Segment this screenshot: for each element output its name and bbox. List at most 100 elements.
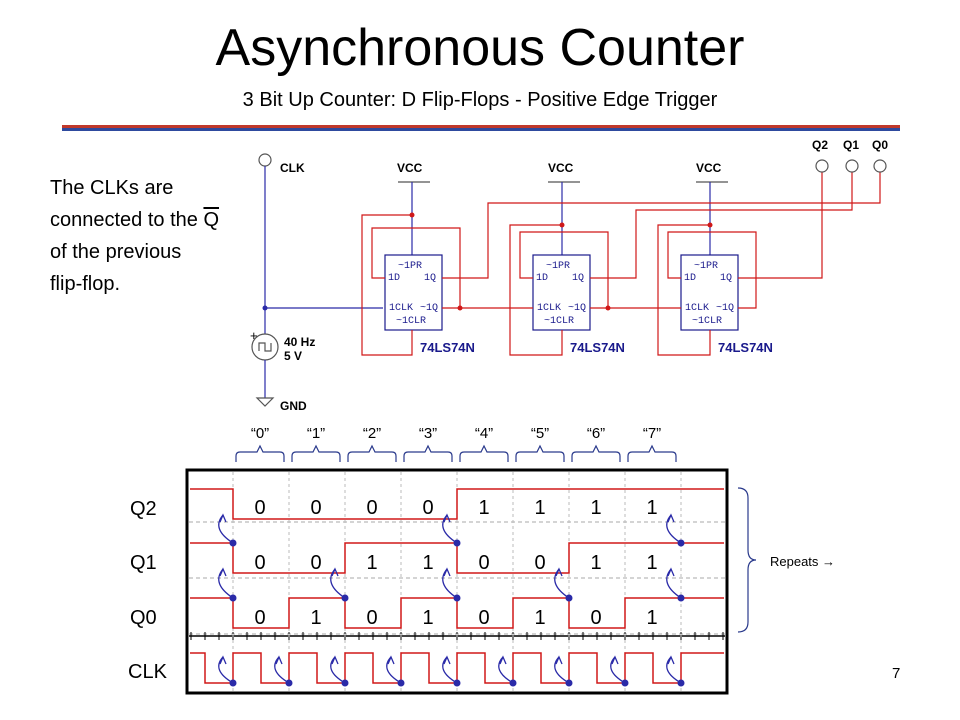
- pin-q-0: 1Q: [424, 273, 436, 284]
- state-braces: [235, 444, 677, 462]
- repeats-label: Repeats →: [770, 554, 835, 569]
- arrow-head: [499, 655, 507, 665]
- state-label: “7”: [643, 425, 661, 442]
- bit-value: 1: [422, 607, 433, 629]
- arrow-head: [443, 655, 451, 665]
- state-label: “4”: [475, 425, 493, 442]
- trigger-arrow: [666, 656, 682, 684]
- row-label-clk: CLK: [128, 661, 168, 683]
- trigger-dot: [453, 539, 461, 547]
- chip-body-0: [384, 254, 443, 331]
- slide-title: Asynchronous Counter: [215, 19, 745, 77]
- vcc-label-2: VCC: [696, 161, 722, 175]
- trigger-dot: [229, 679, 237, 687]
- flip-flop-2: VCC ~1PR 1D 1Q 1CLK ~1Q ~1CLR 74LS74N: [680, 161, 773, 355]
- state-brace: [235, 444, 285, 462]
- arrow-head: [331, 655, 339, 665]
- row-label-q2: Q2: [130, 498, 157, 520]
- red-junctions: [409, 212, 713, 311]
- note-line-2: connected to the Q: [50, 204, 250, 236]
- source-volt-label: 5 V: [284, 349, 302, 363]
- bit-value: 1: [366, 552, 377, 574]
- arrow-head: [555, 655, 563, 665]
- trigger-dot: [677, 679, 685, 687]
- state-brace: [515, 444, 565, 462]
- bit-value: 1: [590, 552, 601, 574]
- trigger-dot: [229, 594, 237, 602]
- trigger-arrow: [218, 656, 234, 684]
- schematic: CLK + 40 Hz 5 V GND VCC ~1PR 1D 1Q 1CLK …: [250, 138, 888, 413]
- q2-terminal: [815, 159, 829, 173]
- pin-qn-0: ~1Q: [420, 303, 438, 314]
- bit-value: 0: [366, 607, 377, 629]
- title-rule-red: [62, 125, 900, 128]
- trigger-dot: [341, 679, 349, 687]
- pin-clr-0: ~1CLR: [396, 316, 426, 327]
- clk-waveform: [190, 652, 724, 684]
- page-number: 7: [892, 665, 900, 682]
- trigger-dot: [285, 679, 293, 687]
- ff0-feedback-wire: [371, 227, 461, 309]
- ff0-clr-wire: [361, 214, 413, 356]
- red-wiring: [361, 172, 881, 356]
- clk-input-terminal: [258, 153, 272, 167]
- arrow-head: [387, 655, 395, 665]
- bit-value: 0: [310, 497, 321, 519]
- pin-clr-2: ~1CLR: [692, 316, 722, 327]
- q2-output-wire: [738, 172, 823, 279]
- gnd-label: GND: [280, 399, 307, 413]
- pin-clk-1: 1CLK: [537, 303, 561, 314]
- state-label: “2”: [363, 425, 381, 442]
- output-label-q0: Q0: [872, 138, 888, 152]
- trigger-arrows: [218, 513, 685, 687]
- bit-value: 0: [254, 607, 265, 629]
- pin-clr-1: ~1CLR: [544, 316, 574, 327]
- arrow-head: [667, 513, 675, 523]
- trigger-arrow: [330, 656, 346, 684]
- output-label-q2: Q2: [812, 138, 828, 152]
- note-line-3: of the previous: [50, 241, 182, 263]
- arrow-head: [443, 567, 451, 577]
- chip-name-0: 74LS74N: [420, 340, 475, 355]
- arrow-head: [219, 513, 227, 523]
- ff2-clr-wire: [657, 224, 711, 356]
- arrow-head: [667, 655, 675, 665]
- pin-pr-1: ~1PR: [546, 261, 570, 272]
- state-label: “6”: [587, 425, 605, 442]
- trigger-arrow: [442, 656, 458, 684]
- row-label-q0: Q0: [130, 607, 157, 629]
- state-brace: [291, 444, 341, 462]
- flip-flop-1: VCC ~1PR 1D 1Q 1CLK ~1Q ~1CLR 74LS74N: [532, 161, 625, 355]
- bit-value: 0: [254, 552, 265, 574]
- chip-name-1: 74LS74N: [570, 340, 625, 355]
- q1-output-wire: [590, 172, 853, 279]
- state-label: “5”: [531, 425, 549, 442]
- square-wave-icon: [258, 342, 272, 352]
- trigger-dot: [565, 679, 573, 687]
- bit-value: 0: [422, 497, 433, 519]
- arrow-head: [219, 655, 227, 665]
- arrow-head: [331, 567, 339, 577]
- pin-pr-0: ~1PR: [398, 261, 422, 272]
- explanation-note: The CLKs are connected to the Q of the p…: [50, 172, 250, 300]
- pin-qn-2: ~1Q: [716, 303, 734, 314]
- arrow-head: [555, 567, 563, 577]
- trigger-arrow: [274, 656, 290, 684]
- q1-terminal: [845, 159, 859, 173]
- trigger-dot: [677, 594, 685, 602]
- vcc-label-0: VCC: [397, 161, 423, 175]
- bit-value: 0: [478, 607, 489, 629]
- trigger-arrow: [386, 656, 402, 684]
- source-plus: +: [250, 328, 258, 343]
- note-line-1: The CLKs are: [50, 177, 174, 199]
- bit-value: 1: [534, 497, 545, 519]
- state-brace: [459, 444, 509, 462]
- ff1-feedback-wire: [519, 231, 609, 309]
- row-label-q1: Q1: [130, 552, 157, 574]
- ground-icon: [255, 397, 275, 407]
- clk-junction: [262, 305, 268, 311]
- trigger-dot: [677, 539, 685, 547]
- note-line-2-prefix: connected to the: [50, 209, 204, 231]
